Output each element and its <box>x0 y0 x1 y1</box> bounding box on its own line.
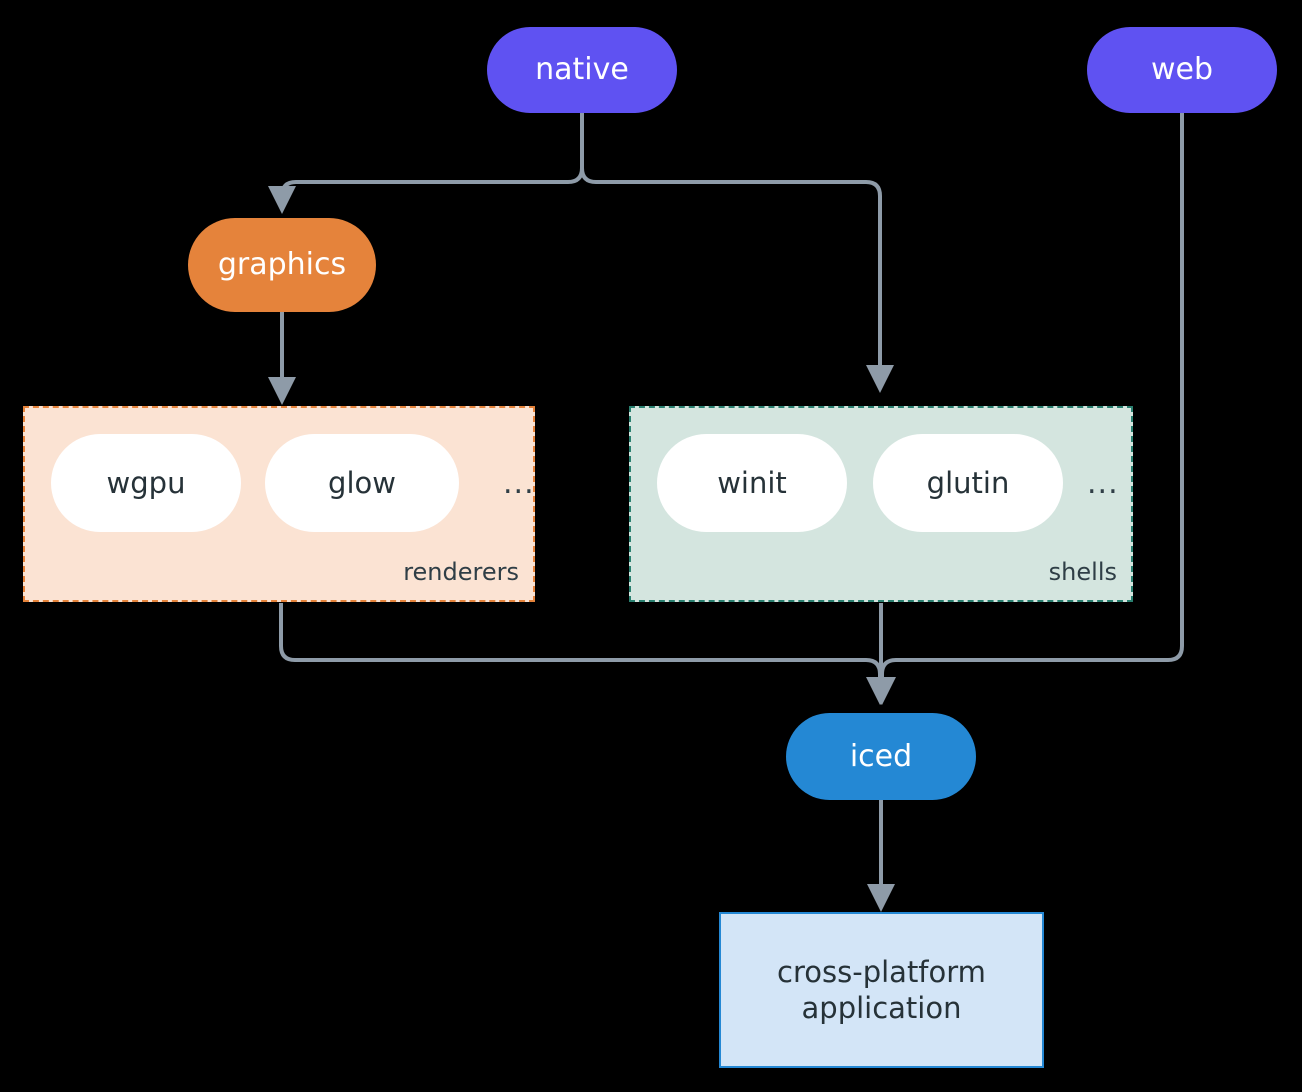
node-graphics-label: graphics <box>217 247 347 283</box>
node-web[interactable]: web <box>1087 27 1277 113</box>
node-native-label: native <box>535 52 629 88</box>
node-application[interactable]: cross-platform application <box>719 912 1044 1068</box>
edge-native-trunk <box>580 113 894 393</box>
cluster-renderers: wgpu glow ... renderers <box>23 406 535 602</box>
leaf-glutin[interactable]: glutin <box>873 434 1063 532</box>
node-graphics[interactable]: graphics <box>188 218 376 312</box>
leaf-winit-label: winit <box>717 465 787 500</box>
leaf-glutin-label: glutin <box>926 465 1010 500</box>
node-iced[interactable]: iced <box>786 713 976 800</box>
node-iced-label: iced <box>849 738 913 774</box>
leaf-wgpu[interactable]: wgpu <box>51 434 241 532</box>
node-native[interactable]: native <box>487 27 677 113</box>
cluster-renderers-label: renderers <box>403 558 519 586</box>
leaf-wgpu-label: wgpu <box>106 465 186 500</box>
cluster-shells: winit glutin ... shells <box>629 406 1133 602</box>
node-application-label-line1: cross-platform <box>777 954 986 989</box>
cluster-shells-label: shells <box>1048 558 1117 586</box>
node-application-label-line2: application <box>801 991 962 1025</box>
shells-overflow-ellipsis: ... <box>1087 466 1119 501</box>
leaf-glow-label: glow <box>328 465 396 500</box>
edge-renderers-iced <box>279 603 894 705</box>
node-web-label: web <box>1150 52 1214 88</box>
edge-native-graphics <box>268 167 584 214</box>
leaf-winit[interactable]: winit <box>657 434 847 532</box>
renderers-overflow-ellipsis: ... <box>503 466 535 501</box>
leaf-glow[interactable]: glow <box>265 434 459 532</box>
